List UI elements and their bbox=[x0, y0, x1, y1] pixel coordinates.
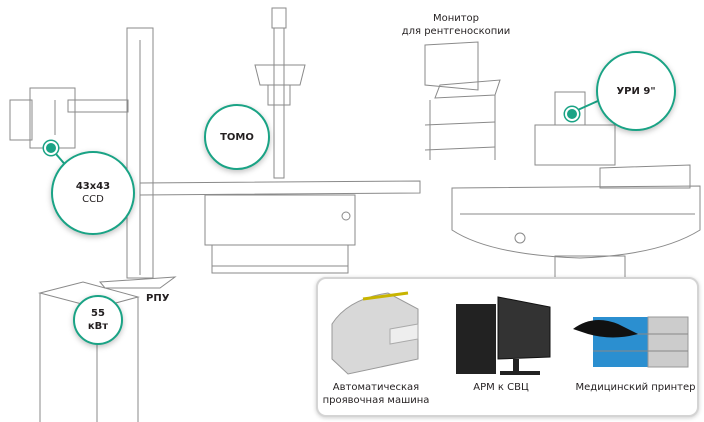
accessory-processor: Автоматическая проявочная машина bbox=[318, 381, 434, 407]
uri-label: УРИ 9" bbox=[616, 85, 656, 97]
monitor-label: Монитор для рентгеноскопии bbox=[400, 12, 512, 38]
tomo-column bbox=[254, 7, 306, 179]
tomo-callout: TOMO bbox=[204, 104, 270, 170]
processor-label-line2: проявочная машина bbox=[322, 395, 430, 406]
detector-callout: 43x43 CCD bbox=[51, 151, 135, 235]
accessory-printer: Медицинский принтер bbox=[575, 382, 696, 393]
accessory-workstation: АРМ к СВЦ bbox=[473, 382, 529, 393]
accessory-illustrations bbox=[331, 291, 689, 375]
uri-marker bbox=[565, 107, 579, 121]
detector-type: CCD bbox=[82, 194, 104, 205]
uri-callout: УРИ 9" bbox=[596, 51, 676, 131]
monitor-label-line1: Монитор bbox=[432, 13, 480, 24]
power-value: 55 bbox=[91, 308, 105, 319]
monitor-label-line2: для рентгеноскопии bbox=[401, 26, 511, 37]
patient-table bbox=[139, 180, 421, 274]
detector-marker bbox=[44, 141, 58, 155]
accessories-panel: Автоматическая проявочная машина АРМ к С… bbox=[316, 277, 699, 417]
power-unit: кВт bbox=[87, 321, 109, 332]
processor-label-line1: Автоматическая bbox=[332, 382, 420, 393]
power-callout: 55 кВт bbox=[73, 295, 123, 345]
detector-size: 43x43 bbox=[75, 181, 111, 192]
processor-icon bbox=[331, 291, 419, 375]
workstation-icon bbox=[456, 296, 551, 375]
tomo-label: TOMO bbox=[220, 131, 254, 143]
rpu-label: РПУ bbox=[146, 293, 170, 304]
monitor-cart bbox=[424, 41, 501, 160]
wall-stand bbox=[9, 27, 177, 289]
printer-icon bbox=[573, 316, 689, 368]
fluoroscopy-table bbox=[451, 91, 701, 279]
